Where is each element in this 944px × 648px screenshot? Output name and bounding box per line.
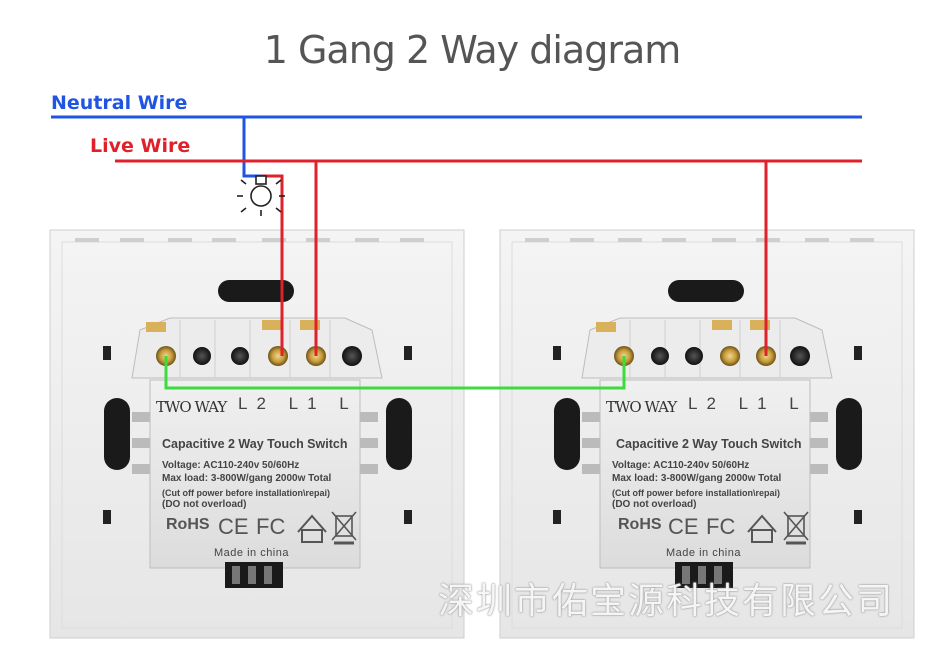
weee-bin-icon	[783, 511, 809, 545]
warning-text: (Cut off power before installation\repai…	[612, 488, 781, 498]
traveler-wire	[164, 356, 626, 390]
made-in: Made in china	[214, 547, 289, 559]
neutral-wire	[51, 115, 862, 178]
terminal-labels: L2 L1 L	[238, 394, 358, 413]
voltage-spec: Voltage: AC110-240v 50/60Hz	[612, 460, 750, 471]
rohs-mark: RoHS	[166, 516, 210, 533]
live-wire	[115, 159, 862, 356]
voltage-spec: Voltage: AC110-240v 50/60Hz	[162, 460, 300, 471]
product-name: Capacitive 2 Way Touch Switch	[162, 437, 348, 451]
fcc-mark: FC	[706, 514, 736, 539]
ce-mark: CE	[668, 514, 699, 539]
switch-brand: TWO WAY	[606, 398, 677, 416]
fcc-mark: FC	[256, 514, 286, 539]
switch-plate-left	[49, 229, 465, 639]
switch-brand: TWO WAY	[156, 398, 227, 416]
ce-mark: CE	[218, 514, 249, 539]
house-icon	[297, 514, 327, 543]
live-wire-label: Live Wire	[90, 135, 191, 157]
company-watermark: 深圳市佑宝源科技有限公司	[438, 581, 895, 622]
warning-text: (DO not overload)	[162, 499, 247, 510]
product-name: Capacitive 2 Way Touch Switch	[616, 437, 802, 451]
made-in: Made in china	[666, 547, 741, 559]
light-bulb-icon	[237, 175, 285, 216]
terminal-labels: L2 L1 L	[688, 394, 808, 413]
house-icon	[747, 514, 777, 543]
max-load-spec: Max load: 3-800W/gang 2000w Total	[612, 473, 782, 484]
max-load-spec: Max load: 3-800W/gang 2000w Total	[162, 473, 332, 484]
page-title: 1 Gang 2 Way diagram	[263, 28, 682, 72]
switch-plate-right	[499, 229, 915, 639]
neutral-wire-label: Neutral Wire	[51, 92, 188, 114]
warning-text: (DO not overload)	[612, 499, 697, 510]
rohs-mark: RoHS	[618, 516, 662, 533]
warning-text: (Cut off power before installation\repai…	[162, 488, 331, 498]
weee-bin-icon	[331, 511, 357, 545]
